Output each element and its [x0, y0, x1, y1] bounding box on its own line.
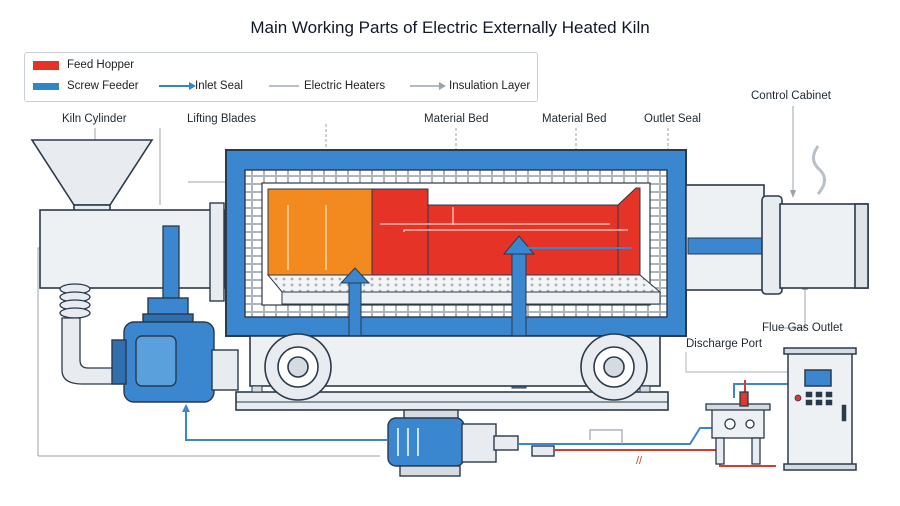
- control-cabinet-icon: [783, 347, 857, 471]
- label-lifting-blades: Lifting Blades: [187, 113, 257, 125]
- smoke-icon: [812, 145, 826, 195]
- gray-arrow-icon: [410, 82, 446, 90]
- legend-screw-feeder: Screw Feeder: [67, 80, 139, 92]
- label-flue-gas-outlet: Flue Gas Outlet: [762, 322, 843, 334]
- switch-panel-icon: [705, 391, 771, 465]
- screw-feeder-housing: [39, 202, 226, 313]
- legend-insulation-layer: Insulation Layer: [449, 80, 531, 92]
- drive-motor-icon: [387, 409, 555, 477]
- screw-feeder-swatch: [33, 83, 59, 90]
- label-control-cabinet: Control Cabinet: [751, 90, 831, 102]
- label-discharge-port: Discharge Port: [686, 338, 763, 350]
- feed-hopper-swatch: [33, 61, 59, 70]
- diagram-title: Main Working Parts of Electric Externall…: [250, 18, 650, 37]
- label-outlet-seal: Outlet Seal: [644, 113, 701, 125]
- wheel-right-icon: [580, 333, 648, 401]
- label-material-bed-2: Material Bed: [542, 113, 607, 125]
- flue-gas-leader: [780, 290, 806, 329]
- label-material-bed-1: Material Bed: [424, 113, 489, 125]
- wheel-left-icon: [264, 333, 332, 401]
- legend-electric-heaters: Electric Heaters: [304, 80, 386, 92]
- legend-feed-hopper: Feed Hopper: [67, 59, 135, 71]
- gray-line-icon: [269, 85, 299, 87]
- legend-inlet-seal: Inlet Seal: [195, 80, 243, 92]
- label-kiln-cylinder: Kiln Cylinder: [62, 113, 127, 125]
- blue-arrow-icon: [159, 82, 196, 90]
- outlet-pipe: [685, 184, 869, 295]
- material-bed-zones: [266, 187, 662, 305]
- legend: Feed Hopper Screw Feeder Inlet Seal Elec…: [24, 52, 538, 102]
- cable-break-mark: //: [636, 455, 643, 467]
- spring-coupling-icon: [59, 283, 131, 385]
- gearbox-pump-icon: [111, 297, 239, 403]
